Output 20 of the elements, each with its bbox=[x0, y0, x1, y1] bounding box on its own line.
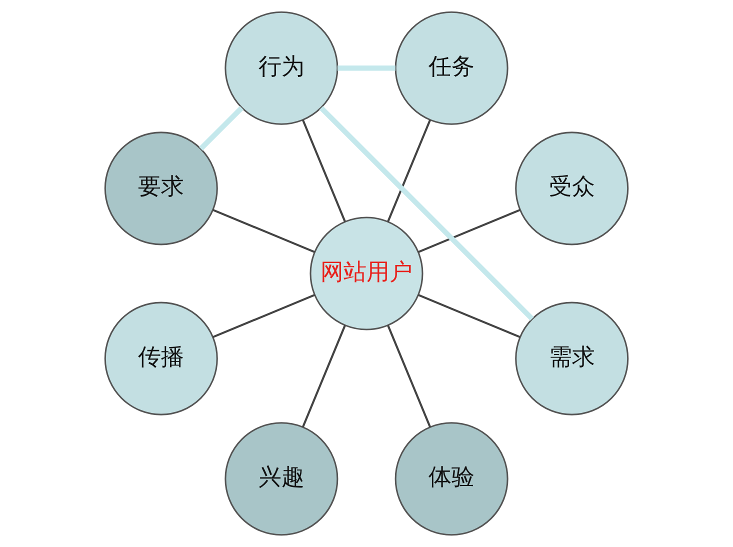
node-circle: 体验 bbox=[394, 422, 508, 536]
node-circle: 受众 bbox=[515, 132, 629, 246]
connector bbox=[338, 66, 396, 71]
connector bbox=[212, 208, 316, 253]
connector bbox=[418, 208, 520, 253]
node-circle: 传播 bbox=[104, 302, 218, 416]
connector bbox=[302, 120, 346, 222]
connector bbox=[319, 106, 534, 321]
connector bbox=[199, 106, 244, 151]
node-circle: 网站用户 bbox=[310, 216, 424, 330]
node-circle: 要求 bbox=[104, 132, 218, 246]
node-circle: 任务 bbox=[394, 11, 508, 125]
node-circle: 兴趣 bbox=[224, 422, 338, 536]
connector bbox=[212, 294, 316, 338]
connector bbox=[302, 324, 346, 428]
node-circle: 行为 bbox=[224, 11, 338, 125]
connector bbox=[418, 294, 520, 338]
node-circle: 需求 bbox=[515, 302, 629, 416]
connector bbox=[387, 120, 432, 222]
connector bbox=[387, 324, 432, 428]
